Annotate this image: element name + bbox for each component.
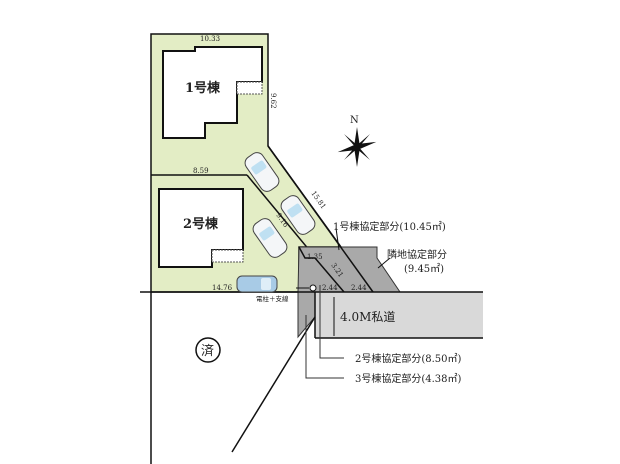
- utility-pole-label: 電柱＋支線: [256, 294, 289, 303]
- building-1-entrance: [236, 81, 263, 95]
- leader-lot3: [305, 315, 344, 379]
- leader-lot1: [335, 227, 340, 251]
- compass-icon: [337, 127, 377, 167]
- car-icon: [244, 152, 280, 192]
- road-label: 4.0M私道: [340, 310, 395, 324]
- shared-inner-line: [298, 246, 345, 293]
- car-icon: [236, 275, 278, 293]
- compass-north-label: N: [350, 115, 359, 126]
- utility-pole-icon: [309, 284, 317, 292]
- dim-frontage-d: 2.44: [351, 284, 367, 292]
- shared-lot2-label: 2号棟協定部分(8.50㎡): [355, 352, 462, 365]
- private-road: [315, 292, 483, 338]
- building-1-label: 1号棟: [185, 80, 221, 96]
- sold-mark-icon: [195, 337, 221, 363]
- shared-neighbor-label: 隣地協定部分: [387, 248, 447, 261]
- car-icon: [280, 195, 316, 235]
- leader-lot2: [319, 285, 344, 359]
- dim-frontage-c: 2.44: [322, 284, 338, 292]
- building-2-entrance: [211, 249, 244, 263]
- dim-frontage-a: 1.35: [307, 253, 323, 261]
- lot3-diagonal: [231, 316, 316, 453]
- dim-lot2-top: 8.59: [193, 167, 209, 175]
- leader-neighbor: [377, 257, 391, 269]
- shared-neighbor-area: (9.45㎡): [404, 263, 444, 275]
- shared-lot3-label: 3号棟協定部分(4.38㎡): [355, 372, 462, 385]
- dim-lot2-bottom: 14.76: [212, 284, 233, 292]
- shared-lot1-label: 1号棟協定部分(10.45㎡): [333, 220, 446, 233]
- sold-mark-label: 済: [201, 343, 214, 359]
- building-2-label: 2号棟: [183, 216, 219, 232]
- car-icon: [252, 218, 288, 258]
- lot1-diagonal: [267, 145, 374, 293]
- dim-lot1-top: 10.33: [200, 35, 220, 43]
- dim-lot1-right: 9.62: [269, 93, 277, 109]
